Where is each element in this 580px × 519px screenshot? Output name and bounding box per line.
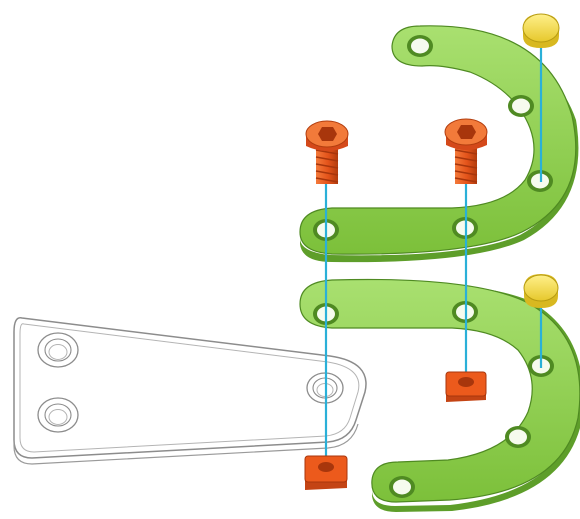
square-nut-icon <box>304 455 348 490</box>
bracket-hole <box>505 426 531 448</box>
bracket-hole <box>508 95 534 117</box>
hex-socket-screw-icon <box>444 118 488 184</box>
dome-cap-icon <box>522 13 560 48</box>
plate-hole <box>37 332 79 368</box>
hex-socket-screw-icon <box>305 120 349 184</box>
dome-cap-icon <box>523 274 559 308</box>
assembly-axis-lines <box>324 46 543 464</box>
flat-plate <box>13 317 367 465</box>
square-nut-icon <box>445 371 487 402</box>
bracket-hole <box>407 35 433 57</box>
bracket-hole <box>389 476 415 498</box>
plate-hole <box>37 397 79 433</box>
